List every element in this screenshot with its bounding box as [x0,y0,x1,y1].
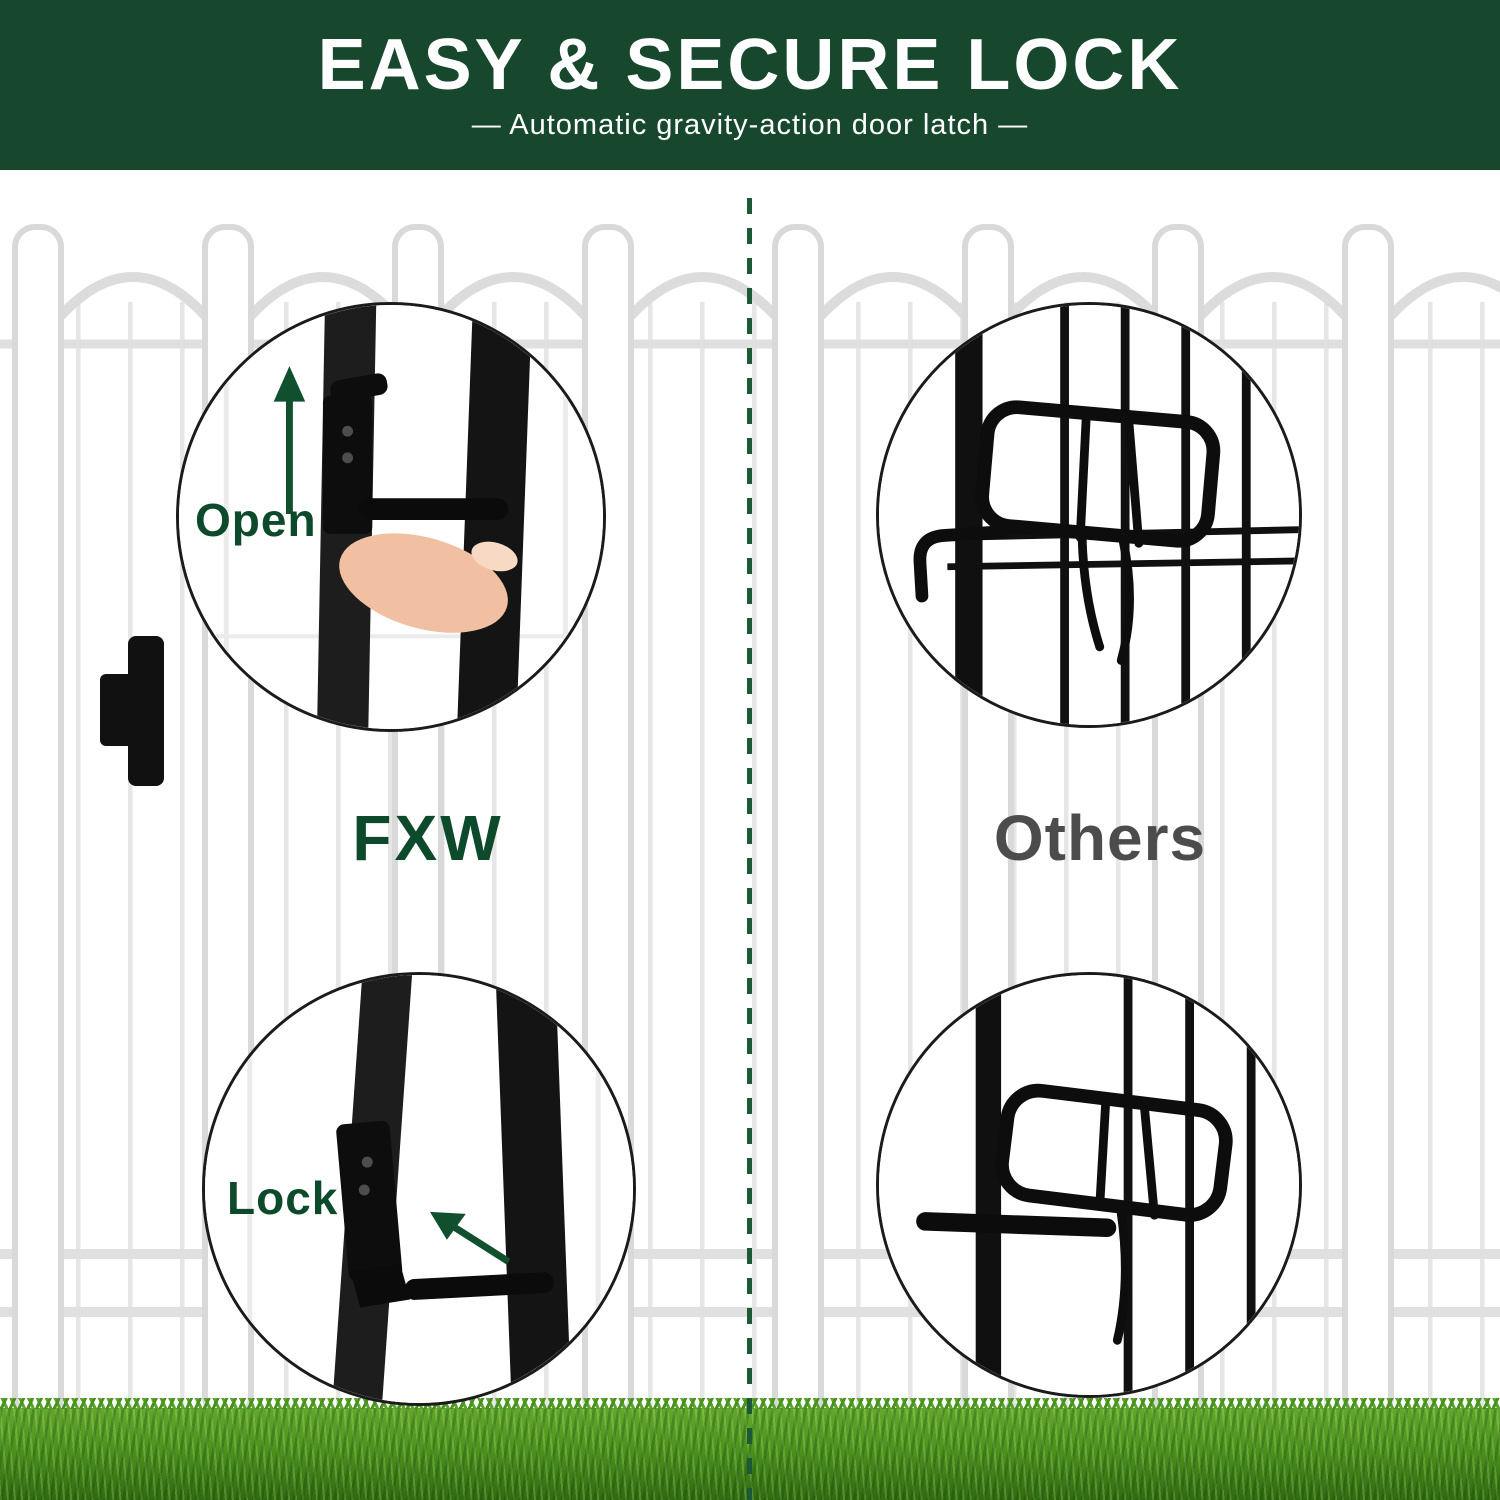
fxw-lock-photo [205,975,633,1403]
fence-hinge [100,636,164,786]
others-latch-photo [879,305,1299,725]
up-arrow-icon [273,366,306,515]
page-subtitle: — Automatic gravity-action door latch — [471,108,1029,141]
page-title: EASY & SECURE LOCK [317,24,1183,105]
latch-handle [358,498,509,520]
hinge-bar [128,636,164,786]
others-bottom-callout [876,972,1302,1398]
others-brand-label: Others [993,802,1207,874]
others-latch-photo-2 [879,975,1299,1395]
lock-label: Lock [227,1172,339,1224]
fxw-open-photo [179,305,603,729]
fxw-open-callout: Open [176,302,606,732]
others-top-callout [876,302,1302,728]
fxw-brand-label: FXW [352,802,504,874]
fxw-lock-callout: Lock [202,972,636,1406]
diagonal-arrow-icon [429,1211,511,1265]
banner: EASY & SECURE LOCK — Automatic gravity-a… [0,0,1500,170]
latch-handle [404,1272,554,1300]
latch-pin [916,1212,1117,1238]
finger [339,533,508,633]
open-label: Open [195,494,317,546]
center-divider [747,198,752,1500]
wire-latch [995,1083,1233,1345]
wire-latch [913,400,1221,665]
